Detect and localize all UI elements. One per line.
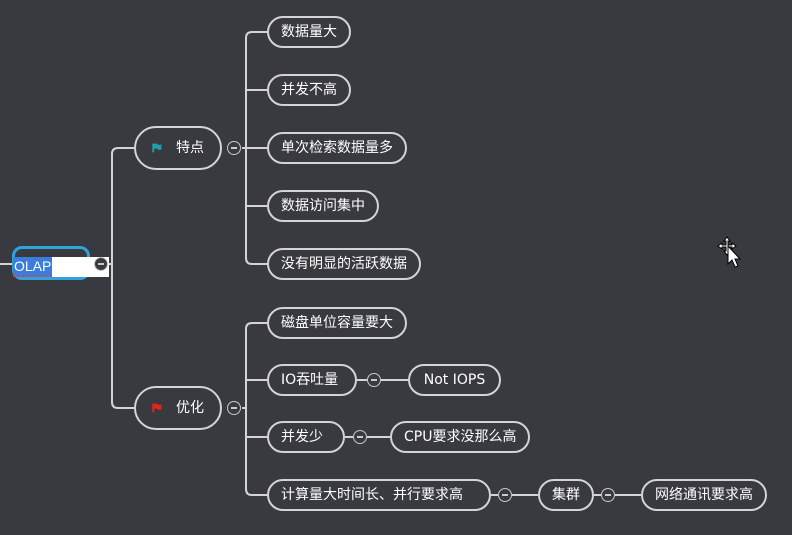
cluster-collapse-button[interactable]	[601, 488, 615, 502]
connector-optimize-trunk	[242, 322, 268, 496]
node-label: 磁盘单位容量要大	[281, 315, 393, 331]
node-label: CPU要求没那么高	[404, 429, 517, 445]
feature-item-bulk-retrieval[interactable]: 单次检索数据量多	[267, 132, 407, 164]
root-edit-field[interactable]: OLAP	[13, 257, 109, 277]
optimize-item-not-iops[interactable]: Not IOPS	[408, 364, 501, 396]
branch-optimization[interactable]: 优化	[134, 386, 222, 430]
node-label: 集群	[552, 487, 580, 503]
feature-item-no-hot-data[interactable]: 没有明显的活跃数据	[267, 248, 421, 280]
node-label: IO吞吐量	[281, 372, 339, 388]
connector-features-trunk	[242, 31, 268, 265]
flag-icon	[152, 403, 162, 413]
root-node[interactable]: OLAP	[12, 246, 109, 280]
optimize-item-disk-capacity[interactable]: 磁盘单位容量要大	[267, 307, 407, 339]
optimize-item-cluster[interactable]: 集群	[538, 479, 594, 511]
node-label: 单次检索数据量多	[281, 140, 393, 156]
move-cursor-icon	[717, 236, 742, 268]
connector-root-trunk	[108, 147, 134, 409]
node-label: 没有明显的活跃数据	[281, 256, 407, 272]
flag-icon	[152, 143, 162, 153]
feature-item-large-data[interactable]: 数据量大	[267, 16, 351, 48]
node-label: 网络通讯要求高	[655, 487, 753, 503]
branch-features-label: 特点	[176, 140, 204, 156]
root-label[interactable]: OLAP	[13, 257, 53, 277]
io-throughput-collapse-button[interactable]	[367, 373, 381, 387]
node-label: Not IOPS	[423, 372, 486, 388]
optimize-item-io-throughput[interactable]: IO吞吐量	[267, 364, 357, 396]
node-label: 并发不高	[281, 82, 337, 98]
feature-item-low-concurrency[interactable]: 并发不高	[267, 74, 351, 106]
low-concurrency-collapse-button[interactable]	[353, 430, 367, 444]
optimization-collapse-button[interactable]	[227, 401, 241, 415]
branch-optimization-label: 优化	[176, 400, 204, 416]
node-label: 数据访问集中	[281, 198, 365, 214]
heavy-compute-collapse-button[interactable]	[498, 488, 512, 502]
feature-item-concentrated-access[interactable]: 数据访问集中	[267, 190, 379, 222]
optimize-item-network[interactable]: 网络通讯要求高	[641, 479, 767, 511]
optimize-item-heavy-compute[interactable]: 计算量大时间长、并行要求高	[267, 479, 491, 511]
node-label: 计算量大时间长、并行要求高	[281, 487, 463, 503]
node-label: 并发少	[281, 429, 323, 445]
branch-features[interactable]: 特点	[134, 126, 222, 170]
optimize-item-cpu-requirement[interactable]: CPU要求没那么高	[390, 421, 531, 453]
root-collapse-button[interactable]	[94, 257, 108, 271]
features-collapse-button[interactable]	[227, 141, 241, 155]
node-label: 数据量大	[281, 24, 337, 40]
optimize-item-low-concurrency[interactable]: 并发少	[267, 421, 345, 453]
